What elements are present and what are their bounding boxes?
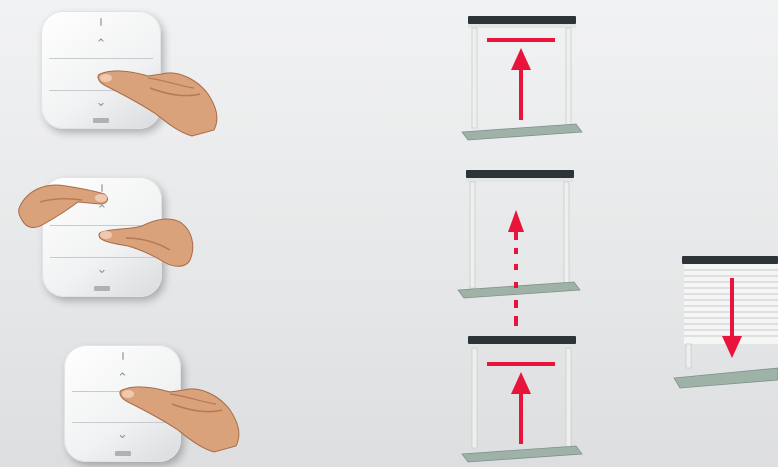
remote-led — [100, 18, 102, 26]
window-blind-open-bottom — [458, 330, 586, 466]
window-blind-open-top — [458, 10, 586, 146]
dash-mark — [514, 264, 518, 270]
pressing-hand-left-icon — [18, 178, 110, 240]
up-arrow-head — [511, 372, 531, 394]
pointing-hand-icon — [118, 374, 244, 454]
up-chevron-icon: ⌃ — [96, 37, 107, 50]
window-blind-open-middle — [454, 166, 582, 302]
pointing-hand-icon — [96, 58, 222, 138]
connector-dashes — [512, 300, 520, 330]
up-arrow-head — [508, 210, 524, 232]
pressing-hand-right-icon — [98, 206, 198, 270]
window-blind-closed — [670, 250, 778, 395]
dash-mark — [514, 248, 518, 254]
brand-logo — [94, 286, 110, 291]
down-arrow-head — [722, 336, 742, 358]
remote-led — [122, 352, 124, 360]
up-arrow-head — [511, 48, 531, 70]
dash-mark — [514, 282, 518, 288]
